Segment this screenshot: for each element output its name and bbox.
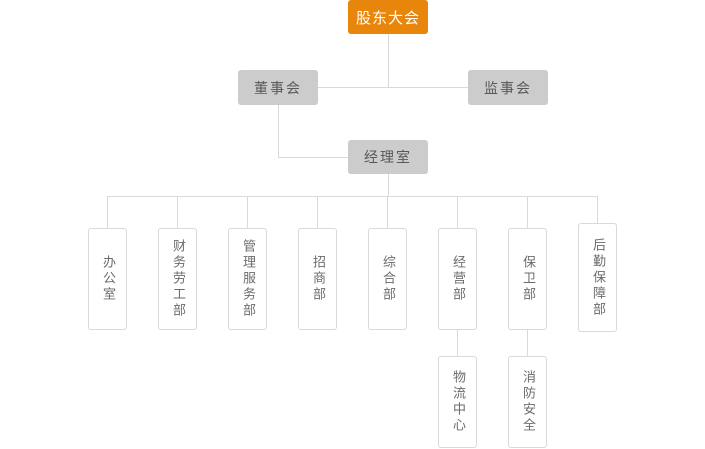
connector-drop-logistics-support	[597, 196, 598, 223]
connector-drop-office	[107, 196, 108, 228]
node-department-investment[interactable]: 招商部	[298, 228, 337, 330]
connector-drop-investment	[317, 196, 318, 228]
node-department-logistics-support[interactable]: 后勤保障部	[578, 223, 617, 332]
node-subunit-fire-safety-label: 消防安全	[520, 370, 535, 434]
connector-drop-finance	[177, 196, 178, 228]
connector-board-down	[278, 105, 279, 157]
node-board-of-directors[interactable]: 董事会	[238, 70, 318, 105]
node-department-management-service-label: 管理服务部	[240, 239, 255, 319]
node-manager-office[interactable]: 经理室	[348, 140, 428, 174]
connector-drop-operations	[457, 196, 458, 228]
connector-manager-down	[388, 174, 389, 196]
connector-root-down	[388, 34, 389, 87]
connector-drop-management	[247, 196, 248, 228]
node-department-office[interactable]: 办公室	[88, 228, 127, 330]
node-subunit-logistics-center-label: 物流中心	[450, 370, 465, 434]
node-department-finance-labor[interactable]: 财务劳工部	[158, 228, 197, 330]
node-department-finance-labor-label: 财务劳工部	[170, 239, 185, 319]
node-department-management-service[interactable]: 管理服务部	[228, 228, 267, 330]
node-department-logistics-support-label: 后勤保障部	[590, 237, 605, 318]
connector-drop-security	[527, 196, 528, 228]
node-department-security[interactable]: 保卫部	[508, 228, 547, 330]
node-board-of-directors-label: 董事会	[254, 80, 302, 97]
node-department-investment-label: 招商部	[310, 255, 325, 303]
connector-operations-to-logistics-center	[457, 330, 458, 356]
node-department-general-affairs[interactable]: 综合部	[368, 228, 407, 330]
connector-level2-bus	[318, 87, 468, 88]
node-department-operations-label: 经营部	[450, 255, 465, 303]
node-department-office-label: 办公室	[100, 255, 115, 303]
connector-drop-general	[387, 196, 388, 228]
connector-department-bus	[107, 196, 597, 197]
connector-security-to-fire-safety	[527, 330, 528, 356]
node-department-security-label: 保卫部	[520, 255, 535, 303]
node-shareholders-meeting[interactable]: 股东大会	[348, 0, 428, 34]
node-subunit-logistics-center[interactable]: 物流中心	[438, 356, 477, 448]
node-shareholders-meeting-label: 股东大会	[355, 8, 420, 27]
node-manager-office-label: 经理室	[364, 150, 412, 166]
node-department-operations[interactable]: 经营部	[438, 228, 477, 330]
connector-board-to-manager	[278, 157, 348, 158]
node-department-general-affairs-label: 综合部	[380, 255, 395, 303]
node-board-of-supervisors[interactable]: 监事会	[468, 70, 548, 105]
node-board-of-supervisors-label: 监事会	[484, 80, 532, 97]
node-subunit-fire-safety[interactable]: 消防安全	[508, 356, 547, 448]
